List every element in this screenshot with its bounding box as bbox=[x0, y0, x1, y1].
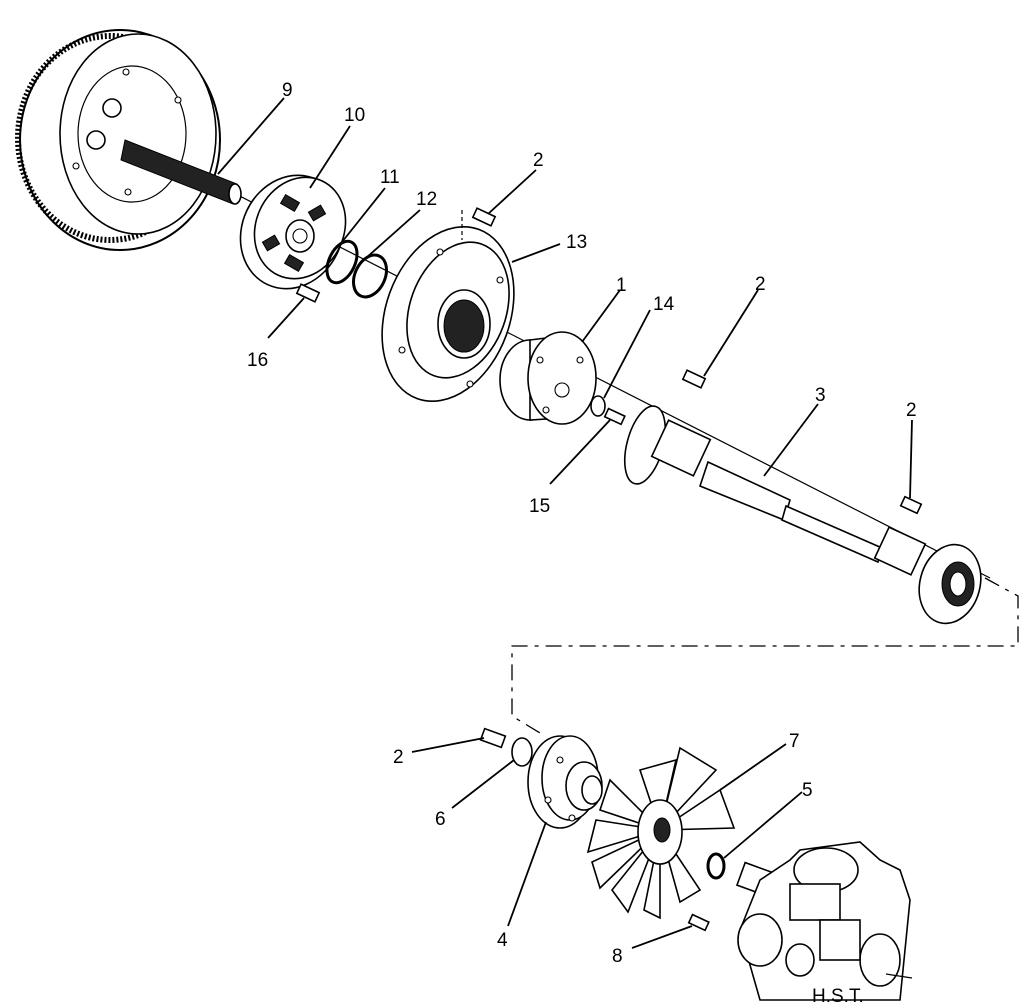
callout-2-top: 2 bbox=[533, 150, 544, 171]
flange-housing bbox=[381, 226, 515, 402]
bolt-2-shaft-right bbox=[899, 495, 923, 515]
drive-shaft bbox=[623, 405, 982, 625]
splined-shaft bbox=[120, 139, 242, 205]
callout-6: 6 bbox=[435, 809, 446, 830]
callout-5: 5 bbox=[802, 780, 813, 801]
damper-plate bbox=[239, 174, 347, 290]
cooling-fan bbox=[586, 746, 736, 920]
callout-3: 3 bbox=[815, 385, 826, 406]
pulley-hub bbox=[527, 735, 603, 829]
snap-ring-11 bbox=[325, 239, 359, 285]
washer-6 bbox=[511, 737, 533, 767]
assembly-connection-dash bbox=[511, 577, 1019, 737]
hst-pump bbox=[735, 841, 913, 1001]
callout-16: 16 bbox=[247, 350, 268, 371]
bolt-16 bbox=[295, 283, 321, 303]
callout-11: 11 bbox=[380, 167, 400, 188]
hst-label: H.S.T. bbox=[812, 986, 864, 1006]
callout-4: 4 bbox=[497, 930, 508, 951]
callout-2-shaft-right: 2 bbox=[906, 400, 917, 421]
bolt-2-shaft-left bbox=[681, 369, 707, 389]
callout-12: 12 bbox=[416, 189, 437, 210]
callout-2-lower: 2 bbox=[393, 747, 404, 768]
coupling-hub bbox=[499, 331, 597, 425]
callout-7: 7 bbox=[789, 731, 800, 752]
bolt-8 bbox=[687, 913, 710, 932]
callout-1: 1 bbox=[616, 275, 627, 296]
bolt-2-lower bbox=[479, 727, 507, 749]
bolt-2-upper bbox=[471, 207, 497, 227]
callout-15: 15 bbox=[529, 496, 550, 517]
callout-8: 8 bbox=[612, 946, 623, 967]
leader-lines bbox=[217, 97, 913, 949]
callout-10: 10 bbox=[344, 105, 365, 126]
callout-9: 9 bbox=[282, 80, 293, 101]
callout-2-shaft-left: 2 bbox=[755, 274, 766, 295]
washer-14 bbox=[590, 395, 606, 417]
snap-ring-12 bbox=[352, 253, 388, 299]
callout-13: 13 bbox=[566, 232, 587, 253]
o-ring-5 bbox=[706, 852, 726, 880]
bolt-15 bbox=[603, 407, 626, 426]
callout-14: 14 bbox=[653, 294, 675, 315]
flywheel bbox=[15, 29, 221, 251]
